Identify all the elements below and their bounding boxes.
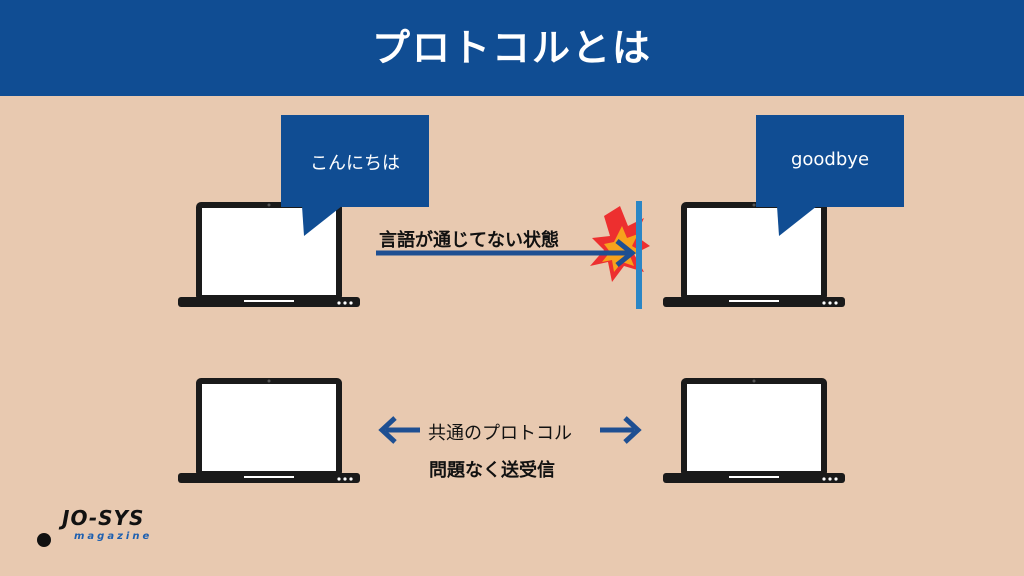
blocked-arrow-icon: [376, 239, 637, 267]
caption-send-receive-ok: 問題なく送受信: [429, 460, 555, 481]
page-title: プロトコルとは: [371, 26, 652, 70]
laptop-bottom-right-icon: [663, 378, 845, 483]
speech-bubble-right: [756, 115, 904, 236]
laptop-top-left-icon: [178, 202, 360, 307]
logo-subtext: magazine: [74, 531, 153, 542]
caption-no-common-language: 言語が通じてない状態: [379, 230, 559, 251]
logo-mark-icon: [37, 533, 51, 547]
logo-text: JO-SYS: [62, 506, 145, 530]
laptop-bottom-left-icon: [178, 378, 360, 483]
bubble-text-left: こんにちは: [310, 153, 400, 174]
protocol-wall: [636, 201, 642, 309]
arrow-left-icon: [378, 416, 420, 444]
laptop-top-right-icon: [663, 202, 845, 307]
bubble-text-right: goodbye: [790, 149, 870, 170]
arrow-right-icon: [600, 416, 642, 444]
speech-bubble-left: [281, 115, 429, 236]
caption-common-protocol: 共通のプロトコル: [428, 423, 572, 444]
header-bar: [0, 0, 1024, 96]
